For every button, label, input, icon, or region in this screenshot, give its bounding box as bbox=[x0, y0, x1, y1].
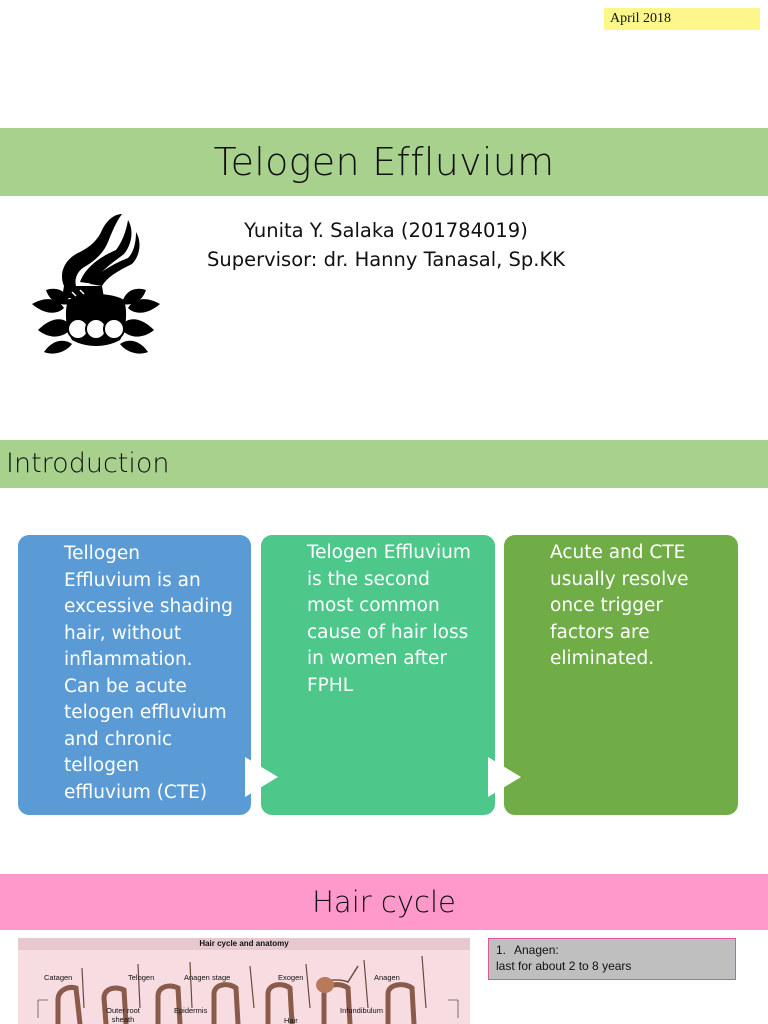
phase-name: Anagen: bbox=[514, 943, 559, 957]
supervisor-name: Supervisor: dr. Hanny Tanasal, Sp.KK bbox=[206, 248, 566, 271]
diagram-title: Hair cycle and anatomy bbox=[18, 938, 470, 950]
info-box-text: Telogen Effluvium is the second most com… bbox=[307, 542, 471, 696]
author-name: Yunita Y. Salaka (201784019) bbox=[244, 219, 528, 242]
diagram-label: Telogen bbox=[128, 973, 155, 982]
introduction-banner: Introduction bbox=[0, 440, 768, 488]
phase-number: 1. bbox=[496, 943, 507, 957]
diagram-label: Hair bbox=[284, 1016, 298, 1024]
info-box-prevalence: Telogen Effluvium is the second most com… bbox=[261, 535, 495, 815]
diagram-label: Outer root sheath bbox=[106, 1006, 140, 1024]
hair-cycle-heading: Hair cycle bbox=[312, 885, 456, 919]
page-title: Telogen Effluvium bbox=[213, 140, 555, 184]
author-block: Yunita Y. Salaka (201784019) Supervisor:… bbox=[176, 216, 596, 274]
phase-box-anagen: 1. Anagen: last for about 2 to 8 years bbox=[488, 938, 736, 980]
hair-follicle-illustration bbox=[37, 955, 459, 1024]
diagram-label: Exogen bbox=[278, 973, 304, 982]
phase-description: last for about 2 to 8 years bbox=[496, 959, 632, 973]
title-banner: Telogen Effluvium bbox=[0, 128, 768, 196]
diagram-label: Infundibulum bbox=[340, 1006, 383, 1015]
hair-cycle-banner: Hair cycle bbox=[0, 874, 768, 930]
info-box-resolution: Acute and CTE usually resolve once trigg… bbox=[504, 535, 738, 815]
info-box-definition: Tellogen Effluvium is an excessive shadi… bbox=[18, 535, 251, 815]
arrow-right-icon bbox=[488, 757, 521, 797]
university-logo bbox=[32, 214, 160, 354]
diagram-label: Anagen stage bbox=[184, 973, 231, 982]
arrow-right-icon bbox=[245, 757, 278, 797]
info-box-text: Tellogen Effluvium is an excessive shadi… bbox=[64, 543, 233, 803]
diagram-label: Catagen bbox=[44, 973, 73, 982]
diagram-label: Epidermis bbox=[174, 1006, 208, 1015]
hair-cycle-diagram: Hair cycle and anatomy Catagen Telogen A… bbox=[18, 938, 470, 1024]
diagram-label: Anagen bbox=[374, 973, 400, 982]
date-badge: April 2018 bbox=[604, 8, 760, 30]
info-box-text: Acute and CTE usually resolve once trigg… bbox=[550, 542, 689, 669]
introduction-heading: Introduction bbox=[6, 448, 170, 479]
